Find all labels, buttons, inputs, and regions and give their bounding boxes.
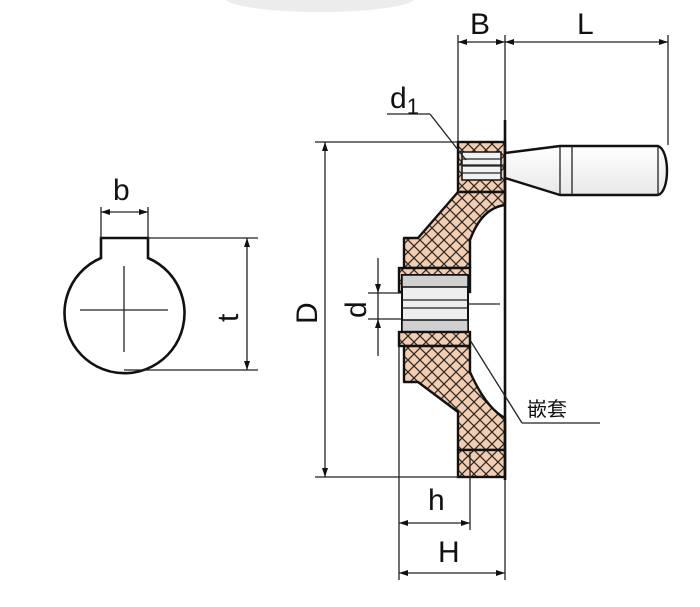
dim-B: B: [457, 8, 506, 142]
label-h: h: [428, 484, 445, 517]
dim-d: d: [340, 258, 402, 356]
spoke-upper: [402, 190, 507, 270]
spoke-lower: [402, 344, 507, 452]
dim-L: L: [505, 8, 669, 145]
insert-callout: 嵌套: [469, 339, 600, 424]
wheel-section: [397, 120, 520, 480]
label-t: t: [212, 313, 245, 322]
label-D: D: [291, 302, 324, 324]
insert-leader: [469, 339, 523, 424]
top-shadow: [226, 0, 414, 12]
rim-bottom: [456, 448, 507, 479]
handle-grip: [503, 144, 669, 197]
dim-D: D: [291, 141, 458, 478]
label-b: b: [113, 174, 130, 207]
dim-h: h: [398, 346, 471, 580]
d1-leader: [429, 113, 467, 161]
hub-lower: [397, 330, 472, 348]
dim-H: H: [399, 480, 506, 580]
label-insert: 嵌套: [527, 397, 567, 421]
label-H: H: [438, 536, 460, 569]
bore-section: b t: [63, 174, 258, 375]
label-L: L: [577, 8, 594, 41]
label-B: B: [470, 8, 490, 41]
label-d1: d1: [390, 82, 419, 119]
crank-handle: [503, 144, 669, 197]
label-d: d: [340, 301, 373, 318]
dim-d1: d1: [387, 82, 467, 161]
bore-outline: [63, 236, 186, 375]
